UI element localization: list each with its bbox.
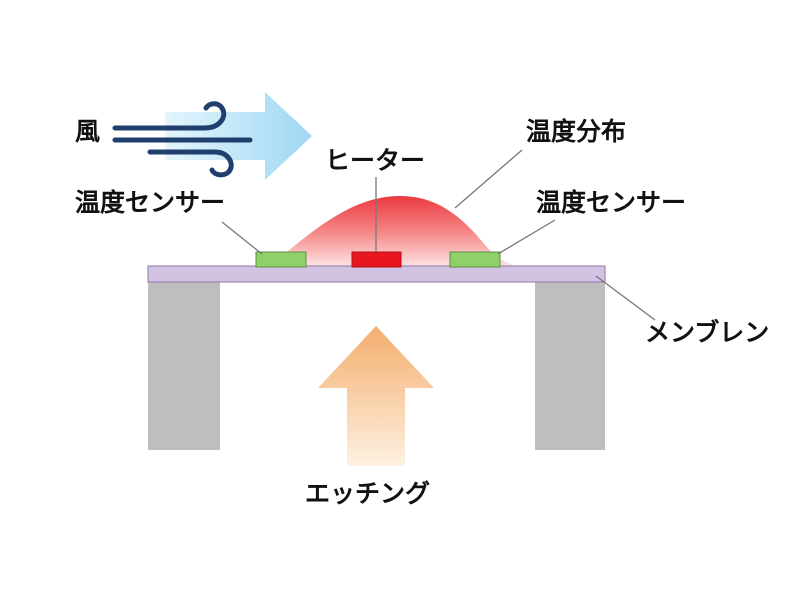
left-sensor-leader-line — [221, 221, 263, 255]
heater — [351, 251, 402, 268]
left-temperature-sensor — [255, 251, 307, 268]
heater-label: ヒーター — [325, 146, 426, 175]
temperature-distribution-leader-line — [454, 149, 523, 209]
membrane-leader-line — [595, 275, 656, 321]
right-sensor-label: 温度センサー — [536, 188, 687, 217]
wind-label: 風 — [75, 117, 101, 146]
left-support — [148, 270, 220, 450]
right-temperature-sensor — [449, 251, 501, 268]
right-sensor-leader-line — [497, 219, 556, 255]
membrane-label: メンブレン — [645, 318, 770, 347]
wind-icon — [112, 101, 253, 178]
temperature-distribution-label: 温度分布 — [526, 117, 627, 146]
right-support — [535, 270, 605, 450]
etching-arrow — [318, 326, 434, 466]
left-sensor-label: 温度センサー — [75, 188, 226, 217]
temperature-distribution — [268, 196, 528, 268]
wind-arrow — [165, 92, 312, 180]
etching-label: エッチング — [305, 479, 431, 508]
membrane — [147, 265, 606, 283]
